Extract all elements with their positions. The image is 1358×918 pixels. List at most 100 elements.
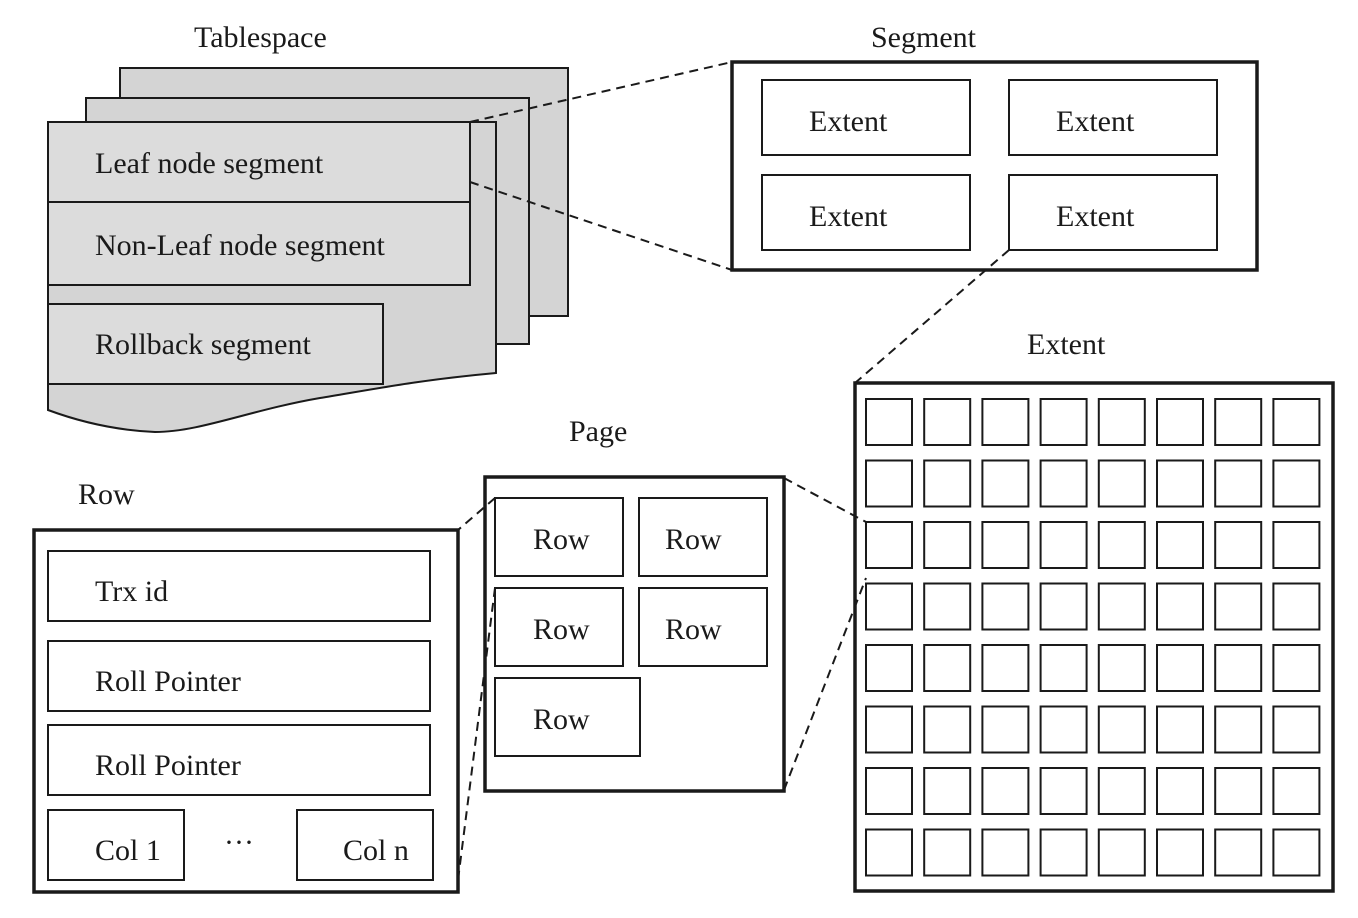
connector-tablespace-segment-bottom xyxy=(469,181,733,271)
segment-extent-label-4: Extent xyxy=(1056,200,1135,233)
page-row-4 xyxy=(638,587,768,667)
extent-page-cell xyxy=(1097,398,1146,446)
row-col-last-label: Col n xyxy=(343,834,409,867)
row-field-label-trx-id: Trx id xyxy=(95,575,168,608)
extent-page-cell xyxy=(1214,459,1263,508)
extent-page-cell xyxy=(981,828,1030,877)
extent-page-cell xyxy=(1039,459,1088,508)
segment-extent-label-1: Extent xyxy=(809,105,888,138)
page-title: Page xyxy=(569,415,627,448)
segment-group: Segment Extent Extent Extent Extent xyxy=(730,21,1259,272)
extent-page-cell xyxy=(865,644,913,692)
row-col-ellipsis: ··· xyxy=(224,826,254,859)
extent-page-cell xyxy=(1272,521,1321,569)
extent-page-cell xyxy=(923,828,972,877)
rollback-segment-box xyxy=(47,303,384,385)
extent-page-cell xyxy=(1214,644,1263,692)
extent-page-grid xyxy=(865,398,1321,877)
extent-title: Extent xyxy=(1027,328,1106,361)
extent-page-cell xyxy=(923,705,972,754)
segment-extent-3 xyxy=(761,174,971,251)
extent-page-cell xyxy=(865,828,913,877)
tablespace-group: Tablespace Leaf node segment Non-Leaf no… xyxy=(47,21,569,434)
extent-page-cell xyxy=(1039,644,1088,692)
extent-page-cell xyxy=(1039,767,1088,815)
segment-extent-4 xyxy=(1008,174,1218,251)
extent-page-cell xyxy=(981,705,1030,754)
page-row-label-5: Row xyxy=(533,703,590,736)
segment-extent-1 xyxy=(761,79,971,156)
page-row-5 xyxy=(494,677,641,757)
row-col-first-label: Col 1 xyxy=(95,834,161,867)
extent-page-cell xyxy=(865,398,913,446)
extent-page-cell xyxy=(1039,828,1088,877)
extent-page-cell xyxy=(1272,459,1321,508)
extent-page-cell xyxy=(1097,705,1146,754)
row-field-trx-id xyxy=(47,550,431,622)
extent-page-cell xyxy=(1097,582,1146,631)
extent-page-cell xyxy=(1039,398,1088,446)
extent-page-cell xyxy=(981,398,1030,446)
extent-page-cell xyxy=(1272,398,1321,446)
leaf-node-segment-label: Leaf node segment xyxy=(95,147,324,180)
segment-extent-label-2: Extent xyxy=(1056,105,1135,138)
row-col-first-box xyxy=(47,809,185,881)
segment-title: Segment xyxy=(871,21,977,54)
page-row-3 xyxy=(494,587,624,667)
extent-page-cell xyxy=(981,767,1030,815)
page-row-label-3: Row xyxy=(533,613,590,646)
extent-page-cell xyxy=(1272,582,1321,631)
extent-page-cell xyxy=(1039,582,1088,631)
extent-page-cell xyxy=(981,521,1030,569)
leaf-node-segment-box xyxy=(47,121,471,203)
page-row-label-4: Row xyxy=(665,613,722,646)
extent-page-cell xyxy=(981,459,1030,508)
extent-page-cell xyxy=(923,582,972,631)
segment-extent-label-3: Extent xyxy=(809,200,888,233)
page-row-label-1: Row xyxy=(533,523,590,556)
extent-page-cell xyxy=(1272,644,1321,692)
extent-page-cell xyxy=(865,521,913,569)
extent-page-cell xyxy=(923,644,972,692)
segment-extent-2 xyxy=(1008,79,1218,156)
extent-page-cell xyxy=(981,582,1030,631)
connector-extent-page-top xyxy=(783,477,867,523)
extent-page-cell xyxy=(1156,767,1204,815)
extent-page-cell xyxy=(1156,828,1204,877)
extent-page-cell xyxy=(1214,767,1263,815)
extent-page-cell xyxy=(1039,521,1088,569)
tablespace-title: Tablespace xyxy=(194,21,327,54)
page-row-label-2: Row xyxy=(665,523,722,556)
extent-page-cell xyxy=(865,582,913,631)
extent-page-cell xyxy=(1156,644,1204,692)
page-group: Page Row Row Row Row Row xyxy=(483,415,786,793)
non-leaf-node-segment-label: Non-Leaf node segment xyxy=(95,229,386,262)
extent-group: Extent xyxy=(853,328,1335,893)
extent-page-cell xyxy=(1214,705,1263,754)
extent-page-cell xyxy=(865,459,913,508)
extent-page-cell xyxy=(1272,828,1321,877)
extent-page-cell xyxy=(1097,459,1146,508)
row-field-label-roll-pointer-1: Roll Pointer xyxy=(95,665,241,698)
extent-page-cell xyxy=(1272,767,1321,815)
extent-page-cell xyxy=(1214,398,1263,446)
extent-page-cell xyxy=(1214,582,1263,631)
extent-page-cell xyxy=(1156,582,1204,631)
extent-page-cell xyxy=(1156,459,1204,508)
connector-page-row-top xyxy=(457,497,496,531)
row-field-roll-pointer-2 xyxy=(47,724,431,796)
rollback-segment-label: Rollback segment xyxy=(95,328,311,361)
row-col-last-box xyxy=(296,809,434,881)
extent-page-cell xyxy=(981,644,1030,692)
extent-page-cell xyxy=(923,521,972,569)
extent-page-cell xyxy=(923,398,972,446)
extent-page-cell xyxy=(923,767,972,815)
non-leaf-node-segment-box xyxy=(47,201,471,286)
page-row-2 xyxy=(638,497,768,577)
row-field-roll-pointer-1 xyxy=(47,640,431,712)
page-row-1 xyxy=(494,497,624,577)
extent-page-cell xyxy=(1097,828,1146,877)
extent-page-cell xyxy=(865,767,913,815)
extent-page-cell xyxy=(1214,521,1263,569)
